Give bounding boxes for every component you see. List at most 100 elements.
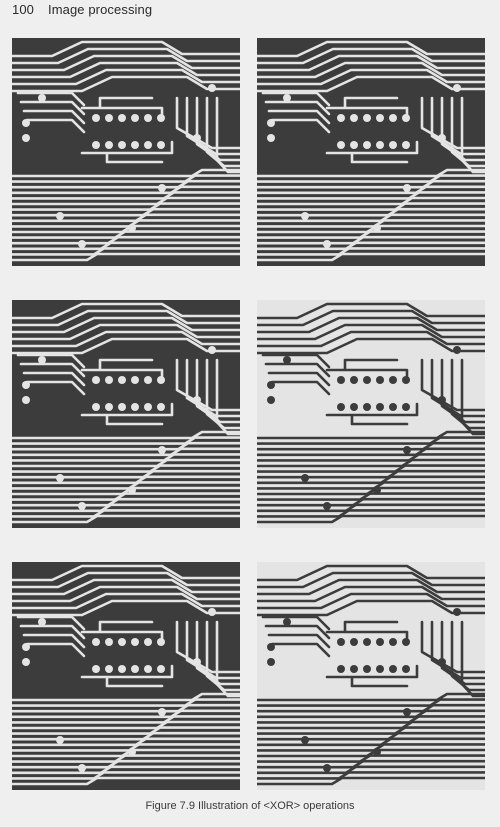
circuit-trace — [12, 247, 240, 256]
circuit-trace — [12, 436, 240, 445]
solder-pad — [373, 486, 381, 494]
solder-pad — [92, 638, 100, 646]
circuit-trace — [195, 96, 240, 162]
circuit-trace — [257, 692, 485, 702]
solder-pad — [128, 748, 136, 756]
solder-pad — [118, 376, 126, 384]
solder-pad — [118, 403, 126, 411]
circuit-trace — [12, 497, 240, 507]
circuit-trace — [257, 469, 485, 479]
solder-pad — [118, 665, 126, 673]
solder-pad — [267, 658, 275, 666]
circuit-trace — [12, 771, 240, 780]
circuit-trace — [185, 620, 240, 680]
circuit-traces — [12, 564, 240, 786]
solder-pad — [56, 474, 64, 482]
circuit-trace — [12, 475, 240, 485]
solder-pad — [105, 114, 113, 122]
circuit-trace — [12, 207, 240, 217]
circuit-trace — [257, 464, 485, 473]
circuit-trace — [257, 252, 485, 262]
circuit-trace — [12, 202, 240, 211]
solder-pad — [157, 638, 165, 646]
circuit-trace — [257, 330, 485, 348]
circuit-trace — [12, 698, 240, 707]
solder-pad — [144, 665, 152, 673]
circuit-trace — [19, 362, 86, 378]
solder-pad — [208, 84, 216, 92]
solder-pad — [373, 224, 381, 232]
circuit-trace — [257, 492, 485, 501]
solder-pad — [323, 764, 331, 772]
circuit-trace — [264, 362, 331, 378]
circuit-traces — [257, 564, 485, 786]
solder-pad — [337, 114, 345, 122]
solder-pad — [337, 403, 345, 411]
circuit-trace — [12, 323, 240, 341]
solder-pad — [350, 376, 358, 384]
circuit-trace — [257, 174, 485, 183]
solder-pad — [283, 356, 291, 364]
circuit-trace — [12, 564, 240, 582]
circuit-trace — [22, 633, 86, 649]
circuit-trace — [325, 140, 419, 164]
circuit-traces — [257, 302, 485, 524]
solder-pad — [22, 396, 30, 404]
solder-pad — [22, 658, 30, 666]
solder-pad — [131, 638, 139, 646]
solder-pad — [92, 376, 100, 384]
circuit-trace — [257, 207, 485, 217]
solder-pad — [363, 141, 371, 149]
circuit-trace — [195, 358, 240, 424]
circuit-trace — [12, 486, 240, 496]
solder-pad — [376, 141, 384, 149]
circuit-trace — [12, 720, 240, 730]
circuit-trace — [22, 371, 86, 387]
circuit-trace — [257, 698, 485, 707]
circuit-trace — [450, 96, 485, 168]
circuit-trace — [12, 464, 240, 473]
solder-pad — [158, 446, 166, 454]
circuit-trace — [12, 302, 240, 320]
circuit-trace — [12, 185, 240, 195]
circuit-image-middle-left — [12, 300, 240, 528]
circuit-trace — [257, 715, 485, 724]
circuit-trace — [325, 664, 419, 688]
circuit-trace — [257, 703, 485, 713]
solder-pad — [323, 502, 331, 510]
solder-pad — [389, 114, 397, 122]
solder-pad — [323, 240, 331, 248]
circuit-trace — [257, 475, 485, 485]
solder-pad — [337, 638, 345, 646]
circuit-trace — [264, 624, 331, 640]
circuit-trace — [257, 748, 485, 758]
page-number: 100 — [12, 2, 34, 17]
circuit-trace — [12, 441, 240, 451]
circuit-traces — [257, 40, 485, 262]
solder-pad — [402, 376, 410, 384]
solder-pad — [363, 638, 371, 646]
solder-pad — [402, 403, 410, 411]
circuit-trace — [460, 358, 485, 436]
circuit-trace — [257, 196, 485, 206]
solder-pad — [363, 665, 371, 673]
circuit-trace — [12, 191, 240, 200]
solder-pad — [157, 114, 165, 122]
solder-pad — [453, 608, 461, 616]
solder-pad — [402, 665, 410, 673]
circuit-trace — [257, 509, 485, 518]
solder-pad — [78, 240, 86, 248]
circuit-trace — [25, 642, 86, 658]
circuit-trace — [12, 585, 240, 603]
circuit-trace — [12, 235, 240, 245]
solder-pad — [403, 184, 411, 192]
solder-pad — [267, 381, 275, 389]
solder-pad — [92, 403, 100, 411]
solder-pad — [363, 403, 371, 411]
solder-pad — [208, 608, 216, 616]
solder-pad — [350, 114, 358, 122]
circuit-trace — [430, 96, 485, 156]
solder-pad — [301, 736, 309, 744]
solder-pad — [363, 114, 371, 122]
solder-pad — [438, 658, 446, 666]
